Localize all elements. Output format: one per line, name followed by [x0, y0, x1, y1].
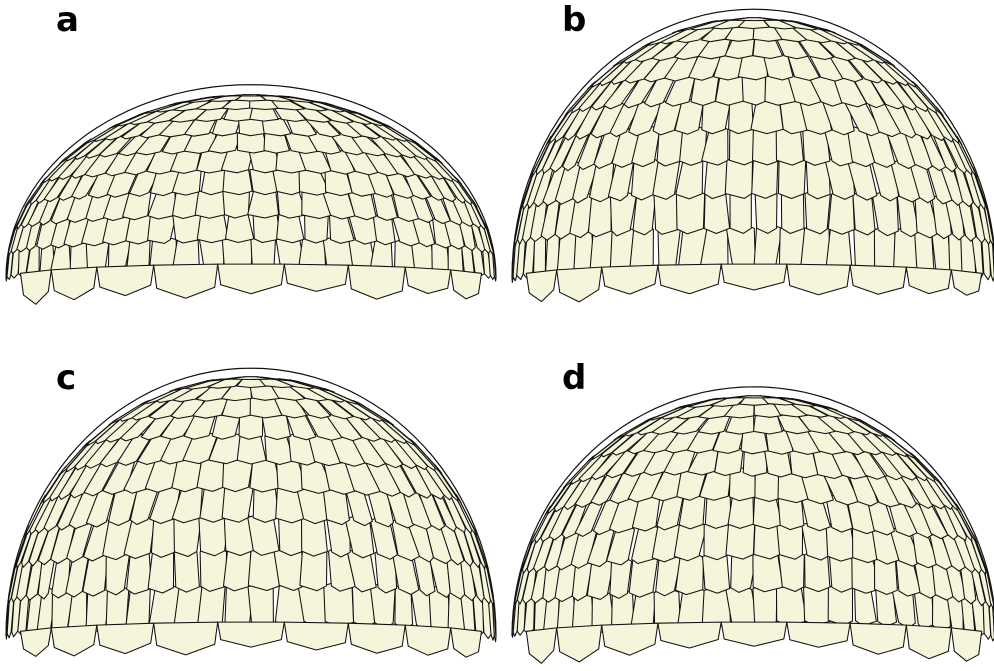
panel-c: c [6, 358, 496, 657]
fringe-cell [51, 267, 97, 300]
dome-d [512, 387, 994, 664]
dome-c [6, 368, 496, 657]
fringe-cell [721, 264, 787, 290]
fringe-cell [451, 270, 482, 299]
fringe-cell [154, 264, 218, 298]
panel-a: a [6, 0, 496, 304]
fringe-cell [951, 270, 981, 295]
fringe-cell [951, 628, 981, 661]
fringe-cell [218, 264, 285, 294]
fringe-cell [526, 628, 556, 663]
fringe-cell [557, 267, 602, 302]
dome-a [6, 85, 496, 305]
panel-label-c: c [56, 358, 76, 398]
fringe-cell [97, 623, 154, 653]
fringe-cell [602, 623, 658, 655]
fringe-cell [906, 267, 951, 294]
fringe-cell [451, 628, 482, 657]
fringe-cell [658, 264, 721, 294]
fringe-cell [602, 265, 658, 294]
fringe-cell [405, 625, 451, 655]
fringe-cell [557, 625, 602, 662]
fringe-cell [526, 270, 556, 302]
fringe-cell [284, 264, 348, 291]
fringe-cell [721, 622, 787, 646]
panel-label-d: d [562, 358, 586, 398]
fringe-cell [154, 622, 218, 655]
fringe-cell [787, 622, 850, 647]
fringe-cell [850, 265, 906, 294]
fringe-cell [51, 625, 97, 656]
panel-label-a: a [56, 0, 79, 40]
fringe-cell [97, 265, 154, 295]
fringe-cell [658, 622, 721, 648]
fringe-cell [284, 622, 348, 650]
panel-d: d [512, 358, 994, 663]
fringe-cell [405, 267, 451, 293]
dome-b [512, 9, 994, 302]
fringe-cell [348, 265, 405, 299]
fringe-cell [21, 628, 52, 657]
fringe-cell [787, 264, 850, 295]
panel-b: b [512, 0, 994, 302]
panel-label-b: b [562, 0, 586, 40]
fringe-cell [850, 623, 906, 654]
fringe-cell [906, 625, 951, 659]
fringe-cell [348, 623, 405, 653]
fringe-cell [218, 622, 285, 647]
fringe-cell [21, 270, 52, 304]
